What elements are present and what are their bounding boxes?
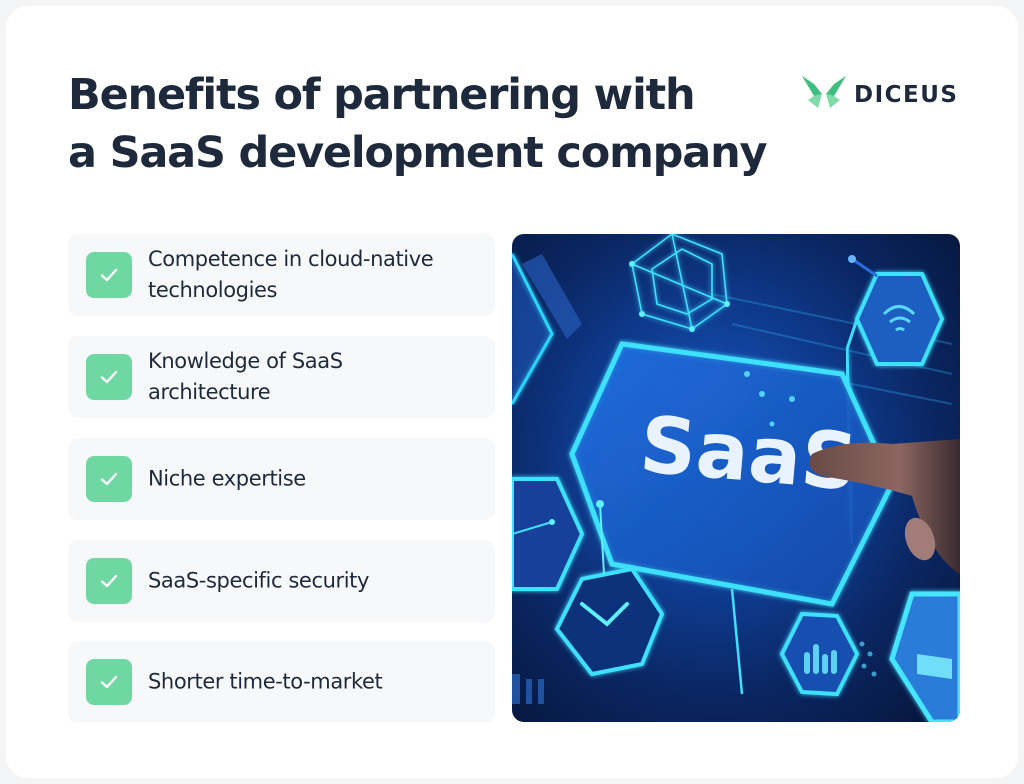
benefit-label: Shorter time-to-market (148, 669, 383, 694)
benefit-label: Niche expertise (148, 466, 306, 491)
benefit-item: Niche expertise (68, 438, 495, 520)
check-icon (86, 558, 132, 604)
check-icon (86, 354, 132, 400)
diceus-logo: DICEUS (800, 74, 958, 115)
butterfly-logo-icon (800, 74, 848, 115)
page-title: Benefits of partnering with a SaaS devel… (68, 66, 788, 182)
title-line-1: Benefits of partnering with (68, 70, 696, 120)
benefit-label: SaaS-specific security (148, 568, 370, 593)
benefit-item: SaaS-specific security (68, 540, 495, 622)
benefit-item: Shorter time-to-market (68, 641, 495, 723)
benefit-item: Competence in cloud-native technologies (68, 234, 495, 316)
benefit-item: Knowledge of SaaS architecture (68, 336, 495, 418)
logo-text: DICEUS (854, 81, 959, 108)
check-icon (86, 456, 132, 502)
benefit-label: Knowledge of SaaS architecture (148, 349, 343, 404)
saas-hero-image: SaaS (512, 234, 960, 722)
benefit-label: Competence in cloud-native technologies (148, 247, 434, 302)
check-icon (86, 659, 132, 705)
title-line-2: a SaaS development company (68, 128, 768, 178)
check-icon (86, 252, 132, 298)
